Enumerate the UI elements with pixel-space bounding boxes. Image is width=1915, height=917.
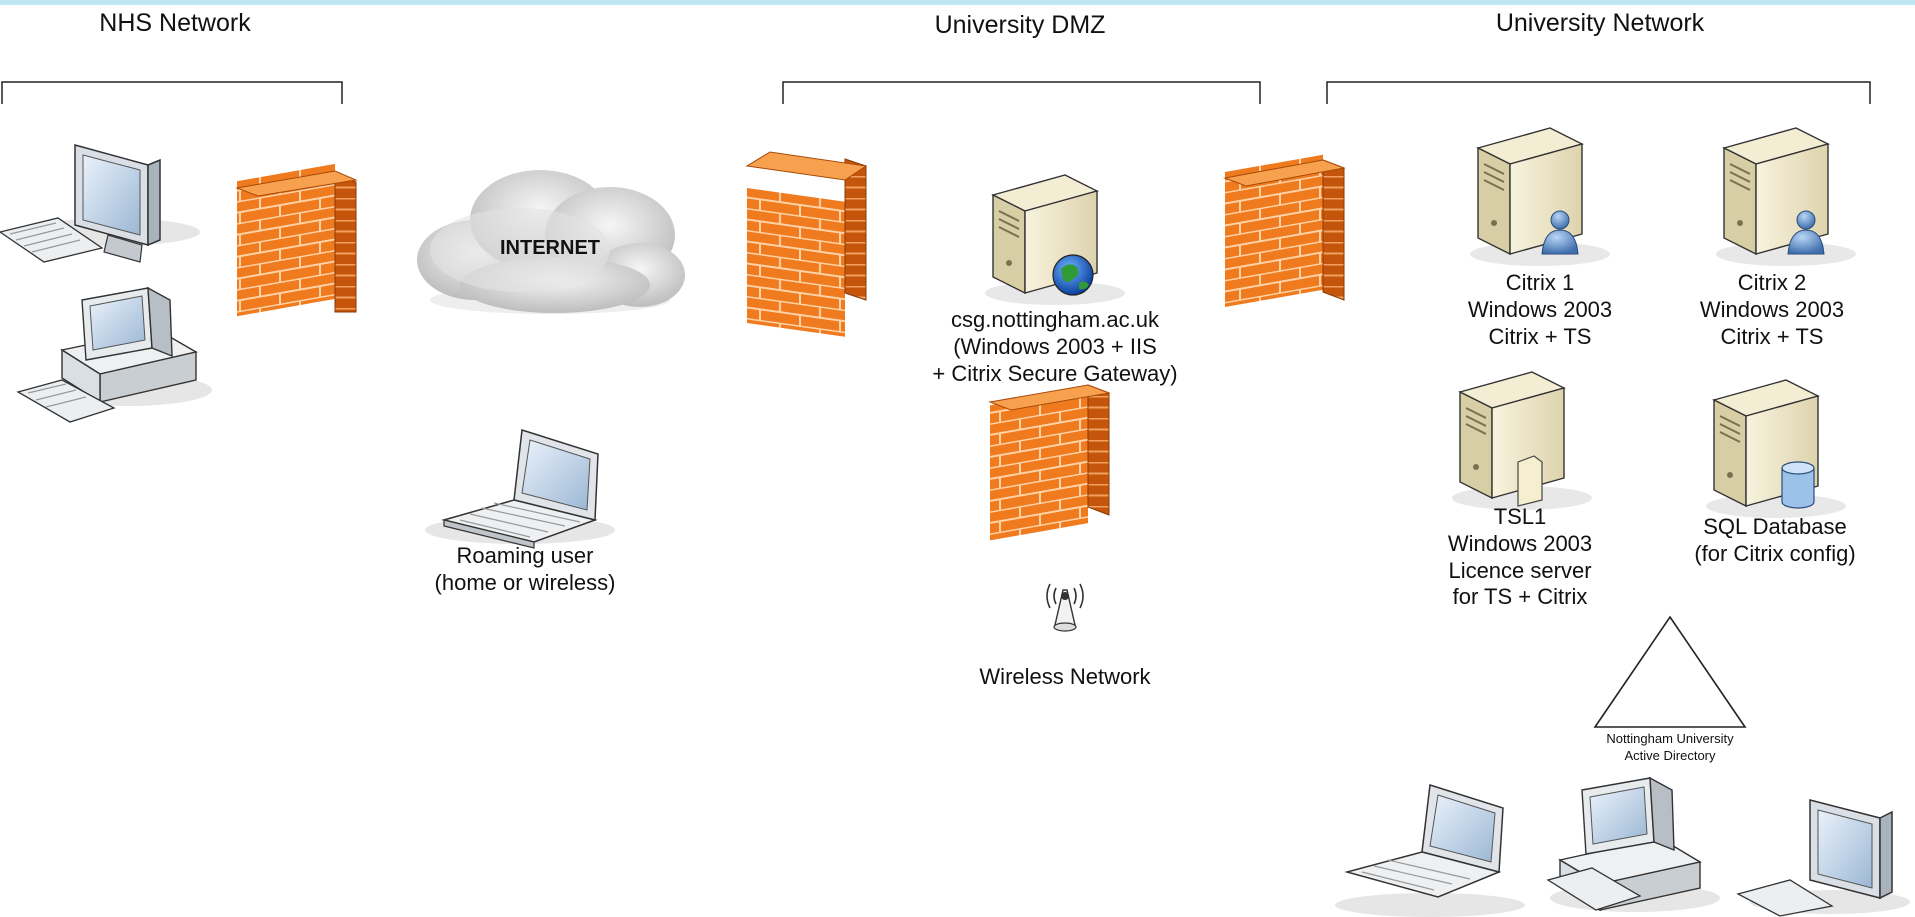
uni-laptop <box>1335 784 1525 917</box>
csg-server <box>985 174 1125 305</box>
citrix1-label-line-1: Citrix 1 <box>1505 270 1575 295</box>
tsl1-label-line-4: for TS + Citrix <box>1452 584 1588 610</box>
roaming-laptop <box>425 429 615 549</box>
citrix2-label-line-2: Windows 2003 <box>1699 296 1845 322</box>
tsl1-server <box>1452 371 1592 510</box>
active-directory-triangle <box>1593 615 1747 728</box>
nhs-network-header: NHS Network <box>99 9 251 37</box>
citrix1-label-line-2: Windows 2003 <box>1467 296 1613 322</box>
sql-label: SQL Database (for Citrix config) <box>1660 514 1890 568</box>
roaming-user-line-1: Roaming user <box>456 543 594 568</box>
uni-desktop-lcd <box>1736 799 1910 917</box>
nhs-bracket <box>1 81 343 104</box>
active-directory-line-1: Nottingham University <box>1606 731 1734 746</box>
wireless-network-label: Wireless Network <box>979 664 1151 689</box>
dmz-header: University DMZ <box>934 11 1106 39</box>
sql-label-line-1: SQL Database <box>1703 514 1847 539</box>
tsl1-label-line-2: Windows 2003 <box>1447 530 1593 556</box>
uni-network-header: University Network <box>1495 9 1705 37</box>
citrix1-label: Citrix 1 Windows 2003 Citrix + TS <box>1440 270 1640 350</box>
dmz-firewall-bottom <box>988 384 1111 541</box>
internet-cloud <box>417 170 685 314</box>
citrix1-server <box>1470 127 1610 266</box>
active-directory-line-2: Active Directory <box>1624 747 1716 763</box>
citrix2-label-line-3: Citrix + TS <box>1720 323 1824 349</box>
internet-label: INTERNET <box>500 237 600 259</box>
dmz-bracket <box>782 81 1261 104</box>
tsl1-label: TSL1 Windows 2003 Licence server for TS … <box>1420 504 1620 611</box>
dmz-firewall-left <box>745 151 868 337</box>
nhs-firewall <box>235 163 358 317</box>
roaming-user-line-2: (home or wireless) <box>434 569 616 595</box>
citrix1-label-line-3: Citrix + TS <box>1488 323 1592 349</box>
nhs-desktop-lcd <box>0 144 200 263</box>
wireless-antenna-icon <box>1046 583 1084 632</box>
csg-label-line-1: csg.nottingham.ac.uk <box>951 307 1159 332</box>
tsl1-label-line-3: Licence server <box>1448 557 1592 583</box>
sql-server <box>1706 379 1846 518</box>
csg-label-line-2: (Windows 2003 + IIS <box>953 333 1157 359</box>
tsl1-label-line-1: TSL1 <box>1493 504 1547 529</box>
active-directory-label: Nottingham University Active Directory <box>1560 731 1780 765</box>
dmz-firewall-right <box>1223 154 1346 307</box>
csg-label-line-3: + Citrix Secure Gateway) <box>932 360 1178 386</box>
citrix2-label: Citrix 2 Windows 2003 Citrix + TS <box>1672 270 1872 350</box>
csg-label: csg.nottingham.ac.uk (Windows 2003 + IIS… <box>860 307 1250 387</box>
citrix2-label-line-1: Citrix 2 <box>1737 270 1807 295</box>
uni-bracket <box>1326 81 1871 104</box>
roaming-user-label: Roaming user (home or wireless) <box>400 543 650 597</box>
uni-desktop-crt <box>1546 776 1720 912</box>
nhs-desktop-crt <box>16 286 212 423</box>
top-accent-bar <box>0 0 1915 5</box>
citrix2-server <box>1716 127 1856 266</box>
sql-label-line-2: (for Citrix config) <box>1694 540 1856 566</box>
